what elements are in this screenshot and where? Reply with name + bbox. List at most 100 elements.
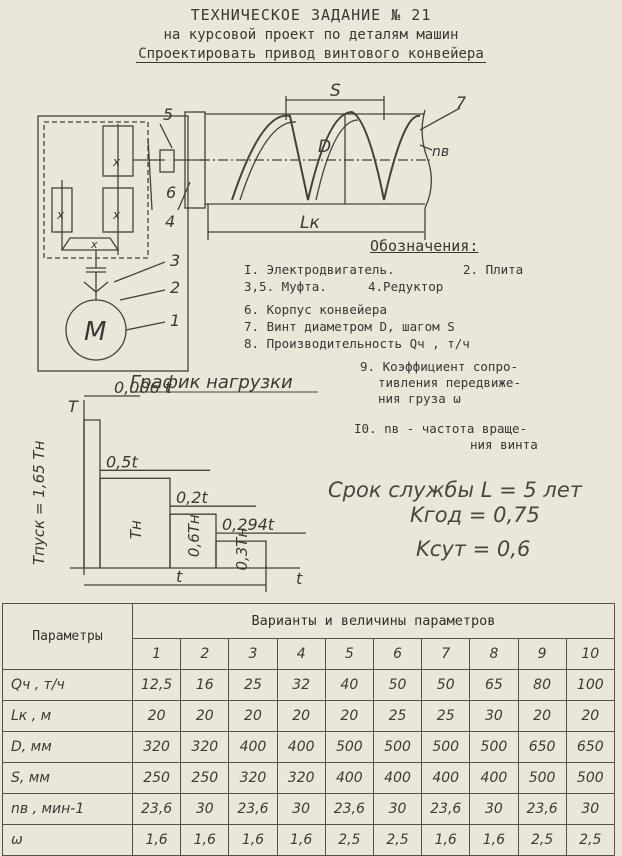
table-cell: 320 (180, 731, 230, 763)
segment-time-label: 0,006 t (114, 378, 172, 397)
load-graph: График нагрузки T t t Tпуск = 1,65 Tн 0,… (30, 372, 318, 592)
table-cell: 2,5 (517, 824, 567, 856)
table-cell: 250 (131, 762, 182, 794)
dim-lk-label: Lк (300, 213, 320, 233)
gear-mark-1: x (112, 155, 121, 169)
table-cell: 23,6 (324, 793, 374, 825)
table-cell: 1,6 (469, 824, 519, 856)
variant-number: 2 (180, 638, 230, 670)
table-cell: 23,6 (228, 793, 278, 825)
row-label: ω (2, 824, 133, 856)
legend-item-9a: 9. Коэффициент сопро- (360, 359, 519, 374)
table-cell: 1,6 (180, 824, 230, 856)
service-life: Срок службы L = 5 лет (328, 478, 582, 502)
row-label: Qч , т/ч (2, 669, 133, 701)
task-text: Спроектировать привод винтового конвейер… (136, 46, 486, 63)
document-subtitle: на курсовой проект по деталям машин (163, 27, 459, 43)
drive-scheme-diagram: x x x x M 5 7 6 4 3 2 1 S D Lк nв (37, 81, 467, 372)
table-cell: 500 (517, 762, 567, 794)
label-5: 5 (163, 105, 173, 124)
table-cell: 650 (565, 731, 615, 763)
task-statement: Спроектировать привод винтового конвейер… (0, 46, 622, 63)
variant-number: 6 (372, 638, 423, 670)
legend-item-10a: I0. nв - частота враще- (354, 421, 528, 436)
table-cell: 2,5 (565, 824, 615, 856)
legend-title: Обозначения: (370, 237, 479, 255)
row-label: D, мм (2, 731, 133, 763)
table-cell: 500 (469, 731, 519, 763)
table-cell: 30 (372, 793, 423, 825)
motor-letter: M (84, 317, 106, 347)
variant-number: 9 (517, 638, 567, 670)
variant-number: 10 (565, 638, 615, 670)
legend-item-2: 2. Плита (463, 262, 524, 277)
segment-value-label: 0,6Tн (185, 514, 203, 557)
table-cell: 20 (180, 700, 230, 732)
y-axis-label: T (68, 397, 79, 416)
screw-helix (231, 110, 421, 201)
legend-item-8: 8. Производительность Qч , т/ч (244, 336, 470, 351)
load-step-bar (215, 540, 267, 568)
table-cell: 32 (276, 669, 326, 701)
table-cell: 23,6 (421, 793, 471, 825)
legend-item-9c: ния груза ω (378, 391, 461, 406)
table-cell: 20 (517, 700, 567, 732)
row-label: nв , мин-1 (2, 793, 133, 825)
table-cell: 500 (372, 731, 423, 763)
table-cell: 1,6 (131, 824, 182, 856)
table-cell: 20 (565, 700, 615, 732)
table-cell: 320 (276, 762, 326, 794)
variant-number: 7 (421, 638, 471, 670)
table-cell: 400 (469, 762, 519, 794)
table-cell: 30 (180, 793, 230, 825)
dim-d-label: D (318, 137, 331, 157)
legend-item-6: 6. Корпус конвейера (244, 302, 387, 317)
table-cell: 30 (469, 793, 519, 825)
peak-label: Tпуск = 1,65 Tн (30, 440, 48, 565)
segment-time-label: 0,294t (222, 515, 275, 534)
table-cell: 400 (228, 731, 278, 763)
table-cell: 320 (228, 762, 278, 794)
table-cell: 25 (228, 669, 278, 701)
legend-item-1: I. Электродвигатель. (244, 262, 395, 277)
table-cell: 50 (372, 669, 423, 701)
table-cell: 65 (469, 669, 519, 701)
table-cell: 20 (228, 700, 278, 732)
legend-item-4: 4.Редуктор (368, 279, 444, 294)
variant-number: 1 (131, 638, 182, 670)
plate-frame (37, 115, 189, 372)
table-cell: 100 (565, 669, 615, 701)
table-cell: 40 (324, 669, 374, 701)
table-cell: 25 (421, 700, 471, 732)
variant-number: 8 (469, 638, 519, 670)
legend-item-9b: тивления передвиже- (378, 375, 521, 390)
k-day: Kсут = 0,6 (416, 537, 531, 561)
segment-value-label: 0,3Tн (233, 528, 251, 571)
gear-mark-4: x (90, 238, 98, 251)
table-cell: 20 (324, 700, 374, 732)
table-cell: 500 (565, 762, 615, 794)
legend-item-7: 7. Винт диаметром D, шагом S (244, 319, 455, 334)
table-cell: 12,5 (131, 669, 182, 701)
table-cell: 16 (180, 669, 230, 701)
gear-mark-2: x (112, 208, 121, 222)
variant-number: 3 (228, 638, 278, 670)
dim-s-label: S (330, 81, 341, 101)
load-step-bar (83, 419, 101, 568)
table-cell: 20 (276, 700, 326, 732)
variant-number: 4 (276, 638, 326, 670)
legend-item-10b: ния винта (470, 437, 538, 452)
table-cell: 20 (131, 700, 182, 732)
segment-value-label: Tн (127, 520, 145, 539)
table-cell: 2,5 (324, 824, 374, 856)
load-graph-title: График нагрузки (130, 372, 293, 393)
table-cell: 1,6 (276, 824, 326, 856)
label-6: 6 (166, 183, 176, 202)
